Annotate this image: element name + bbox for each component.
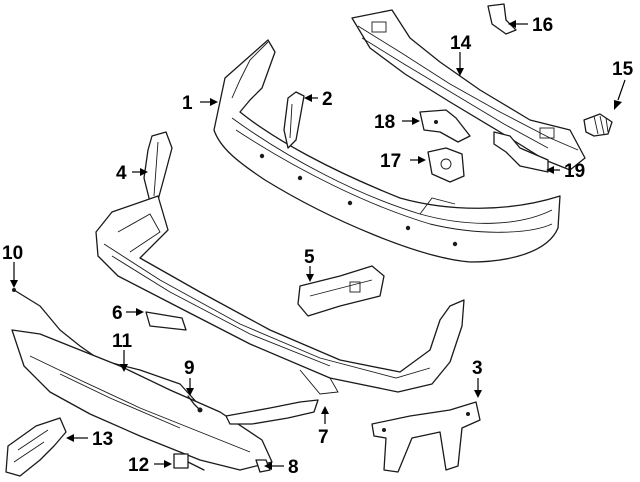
part-harness[interactable]	[187, 395, 203, 413]
callout-17: 17	[380, 151, 401, 172]
part-side-bracket[interactable]	[283, 91, 305, 149]
part-cover-plate[interactable]	[145, 311, 187, 331]
part-lower-clip[interactable]	[255, 459, 271, 473]
callout-14: 14	[450, 33, 472, 54]
part-retainer[interactable]	[297, 265, 385, 317]
callout-9: 9	[184, 358, 195, 379]
callout-12: 12	[128, 455, 149, 476]
part-reflector-strip[interactable]	[225, 399, 319, 425]
callout-16: 16	[532, 15, 553, 36]
callout-8: 8	[288, 457, 299, 478]
callout-1: 1	[182, 93, 193, 114]
part-clip-upper[interactable]	[487, 3, 517, 35]
callout-18: 18	[374, 112, 395, 133]
part-sensor[interactable]	[173, 453, 205, 471]
callout-15: 15	[612, 59, 634, 80]
part-trim-strip[interactable]	[12, 288, 201, 407]
part-corner-bracket[interactable]	[5, 417, 67, 477]
callout-labels: 1 2 3 4 5 6 7 8 9 10 11 12 13 14 15 16 1…	[2, 15, 634, 478]
callout-10: 10	[2, 243, 23, 264]
callout-3: 3	[472, 358, 483, 379]
part-lower-bumper-assembly[interactable]	[95, 195, 465, 395]
part-mount-bracket[interactable]	[419, 109, 471, 143]
callout-4: 4	[116, 163, 127, 184]
part-sensor-bracket[interactable]	[427, 147, 465, 183]
part-reinforcement-beam[interactable]	[351, 9, 586, 171]
part-side-support[interactable]	[143, 131, 173, 203]
callout-19: 19	[564, 161, 585, 182]
part-bolt[interactable]	[583, 113, 613, 137]
part-mounting-bracket[interactable]	[371, 401, 481, 473]
part-bumper-cover[interactable]	[213, 39, 561, 263]
callout-7: 7	[318, 427, 329, 448]
callout-6: 6	[112, 303, 123, 324]
callout-13: 13	[92, 429, 113, 450]
callout-5: 5	[304, 247, 315, 268]
callout-2: 2	[322, 89, 333, 110]
part-brace[interactable]	[493, 131, 549, 173]
leader-lines	[10, 20, 626, 470]
callout-11: 11	[112, 331, 133, 352]
